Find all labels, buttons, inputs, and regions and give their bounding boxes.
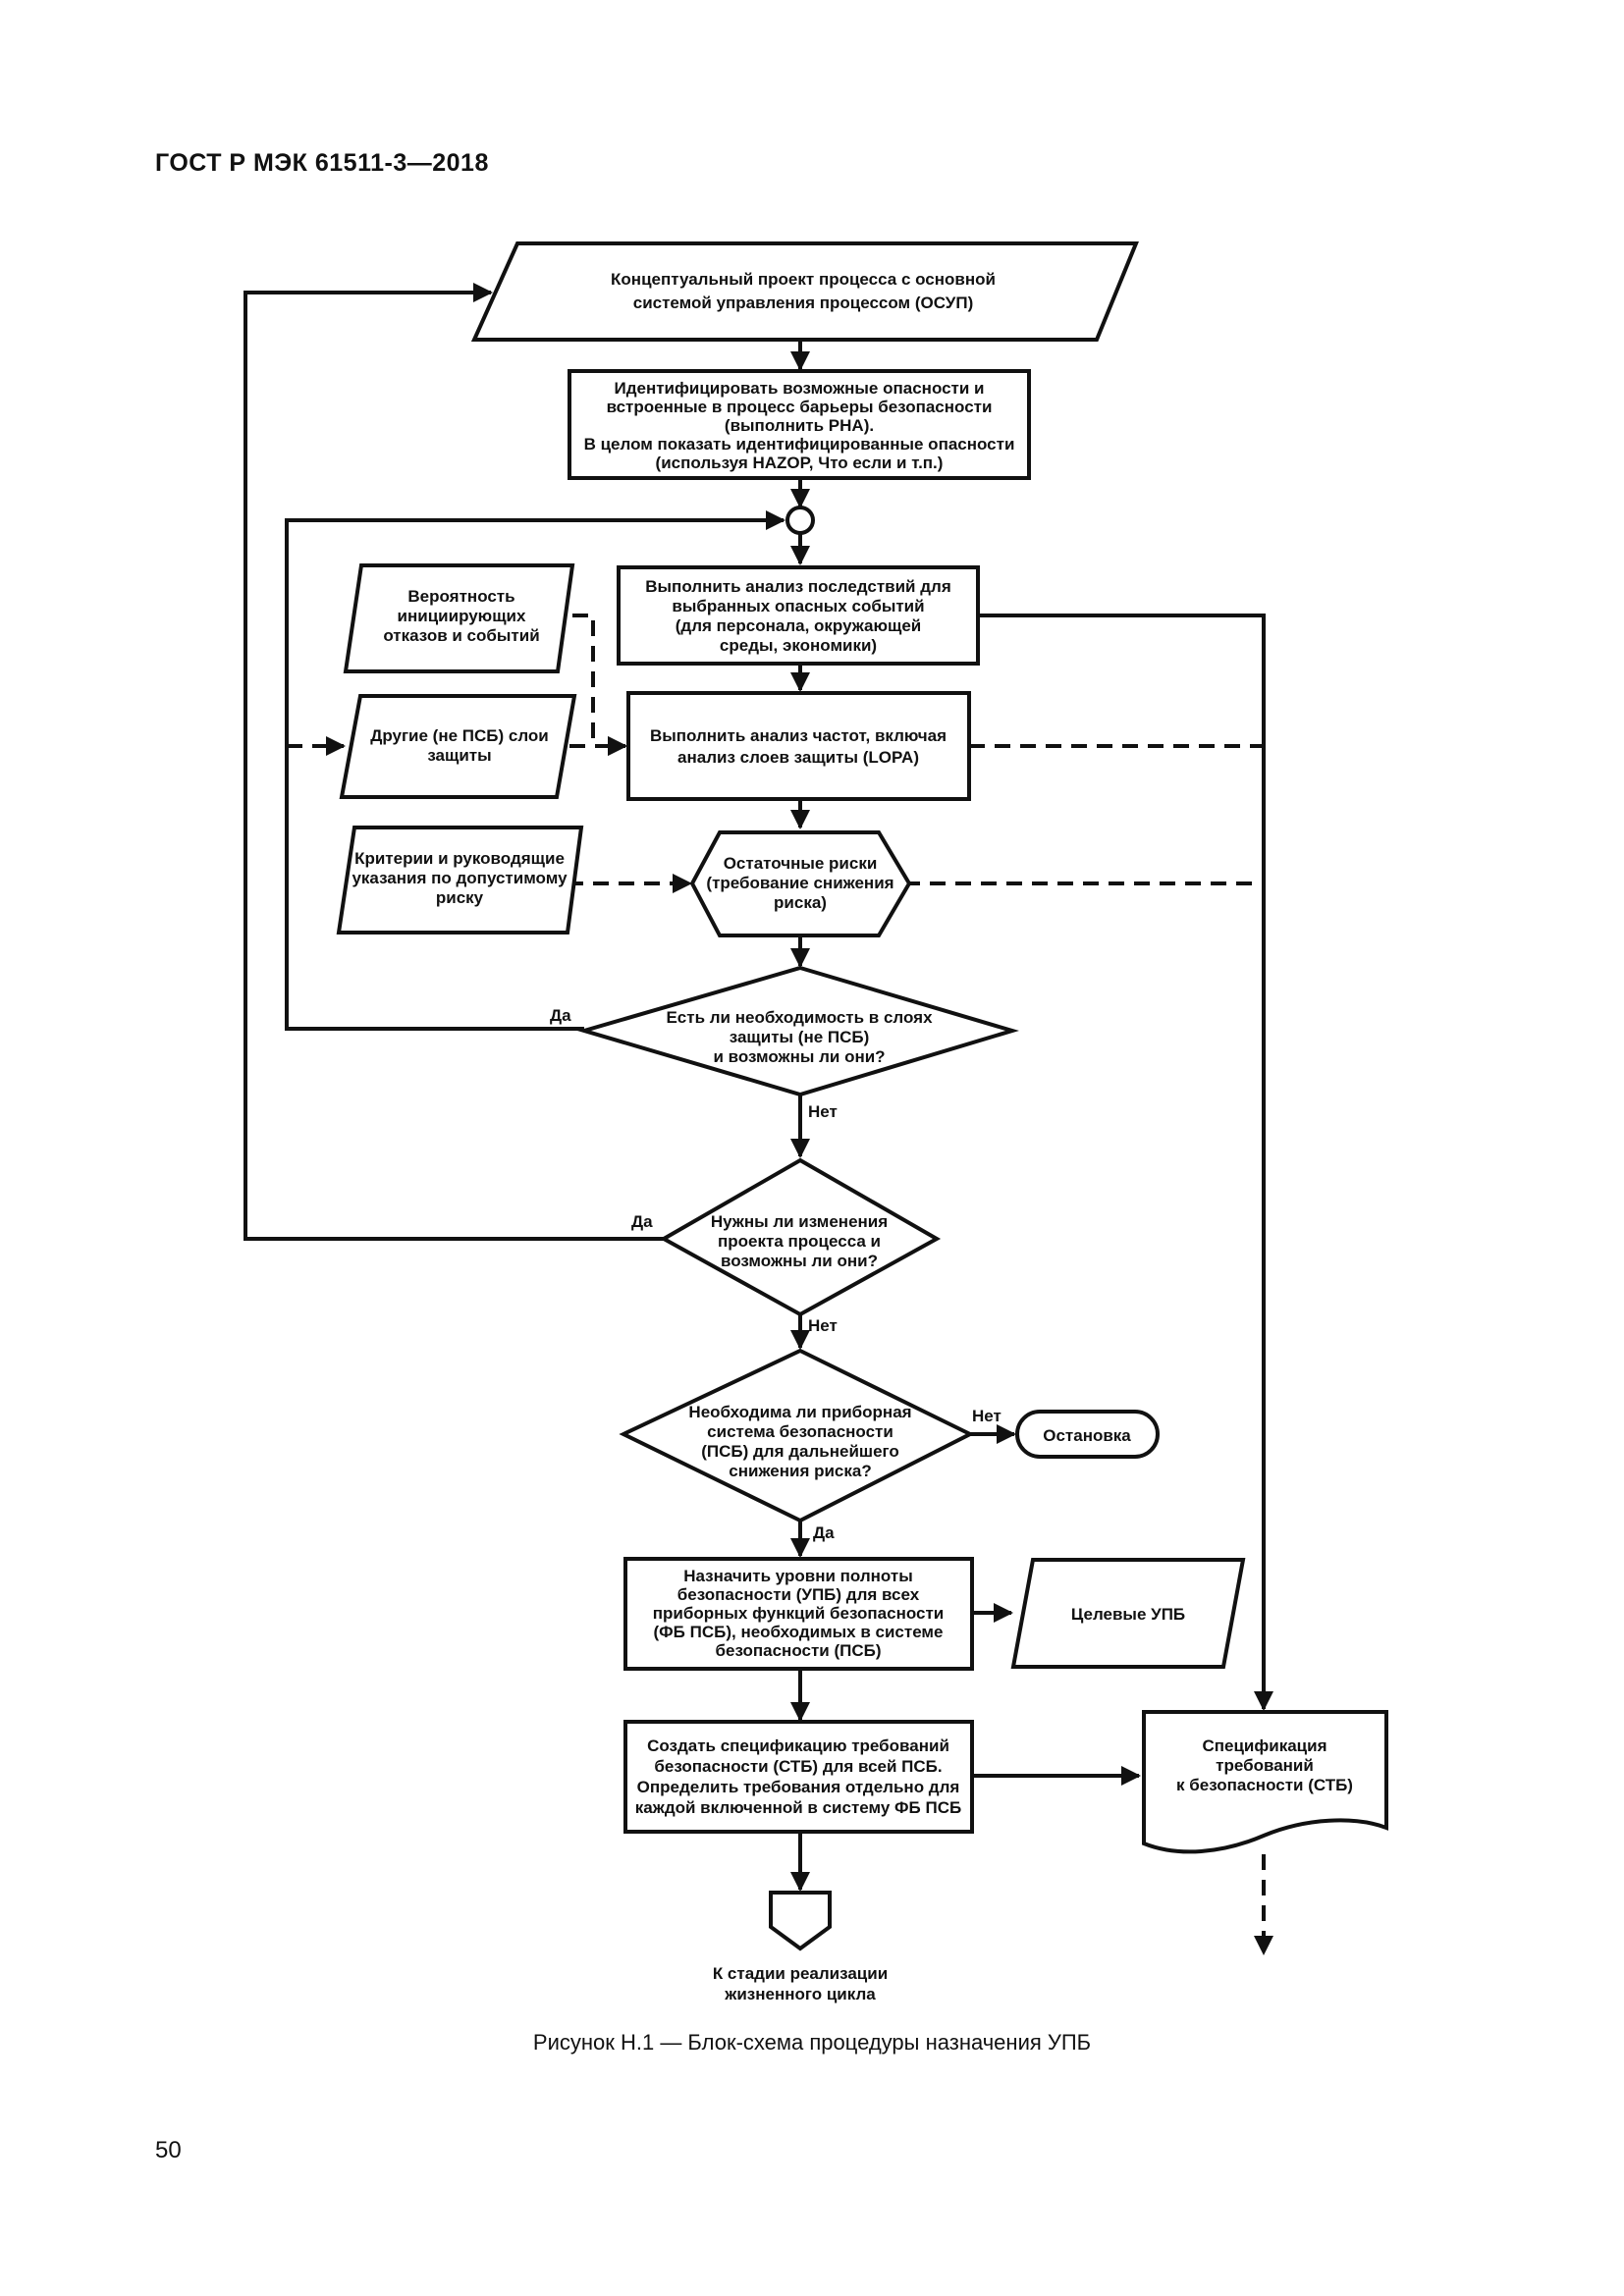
node-identify-line-5: (используя HAZOP, Что если и т.п.) (656, 454, 944, 472)
node-residual-line-2: (требование снижения (706, 874, 893, 892)
label-yes-sis: Да (813, 1523, 835, 1542)
edge-consequence-srs-doc (978, 614, 1273, 1711)
node-criteria-line-3: риску (436, 888, 484, 907)
decision-layers-line-1: Есть ли необходимость в слоях (666, 1008, 933, 1027)
decision-sis-line-1: Необходима ли приборная (688, 1403, 911, 1421)
decision-design-line-1: Нужны ли изменения (711, 1212, 888, 1231)
node-assign-line-1: Назначить уровни полноты (683, 1567, 913, 1585)
label-no-layers: Нет (808, 1102, 838, 1121)
node-identify-hazards: Идентифицировать возможные опасности и в… (568, 369, 1031, 480)
decision-design-line-2: проекта процесса и (718, 1232, 881, 1251)
edge-decision-design-yes-loop (244, 283, 664, 1241)
node-srs-doc-line-1: Спецификация (1202, 1736, 1326, 1755)
node-residual-line-3: риска) (774, 893, 827, 912)
node-stop-label: Остановка (1043, 1426, 1131, 1445)
decision-protection-layers: Есть ли необходимость в слоях защиты (не… (576, 965, 1019, 1097)
node-srs-doc-line-2: требований (1216, 1756, 1314, 1775)
node-concept-design: Концептуальный проект процесса с основно… (470, 241, 1139, 342)
label-no-design: Нет (808, 1316, 838, 1335)
node-criteria-line-1: Критерии и руководящие (354, 849, 565, 868)
node-consequence-line-4: среды, экономики) (720, 636, 877, 655)
node-next-stage: К стадии реализации жизненного цикла (713, 1891, 888, 2003)
node-probability-line-1: Вероятность (407, 587, 514, 606)
node-concept-line-2: системой управления процессом (ОСУП) (633, 294, 973, 312)
node-residual-risks: Остаточные риски (требование снижения ри… (689, 830, 912, 937)
node-consequence-line-2: выбранных опасных событий (672, 597, 924, 615)
decision-sis-line-4: снижения риска? (729, 1462, 871, 1480)
document-header: ГОСТ Р МЭК 61511-3—2018 (155, 149, 489, 177)
edge-decision-layers-yes-loop (285, 510, 785, 1031)
node-frequency-analysis: Выполнить анализ частот, включая анализ … (626, 691, 971, 801)
node-identify-line-2: встроенные в процесс барьеры безопасност… (607, 398, 993, 416)
node-identify-line-1: Идентифицировать возможные опасности и (614, 379, 984, 398)
off-page-connector (769, 1891, 832, 1951)
node-probability: Вероятность инициирующих отказов и событ… (343, 563, 575, 673)
node-create-srs: Создать спецификацию требований безопасн… (623, 1720, 974, 1834)
decision-sis-line-3: (ПСБ) для дальнейшего (701, 1442, 899, 1461)
node-other-layers-line-1: Другие (не ПСБ) слои (370, 726, 549, 745)
decision-design-change: Нужны ли изменения проекта процесса и во… (659, 1157, 942, 1317)
node-other-layers-line-2: защиты (427, 746, 491, 765)
node-consequence-line-3: (для персонала, окружающей (676, 616, 921, 635)
decision-sis-needed: Необходима ли приборная система безопасн… (619, 1348, 975, 1523)
node-consequence-line-1: Выполнить анализ последствий для (645, 577, 951, 596)
node-probability-line-2: инициирующих (398, 607, 526, 625)
decision-sis-line-2: система безопасности (707, 1422, 893, 1441)
node-assign-line-2: безопасности (УПБ) для всех (677, 1585, 920, 1604)
node-create-line-3: Определить требования отдельно для (637, 1778, 960, 1796)
label-yes-layers: Да (550, 1006, 571, 1025)
node-stop: Остановка (1015, 1410, 1160, 1459)
connectors (244, 283, 1273, 1955)
junction-circle (785, 506, 815, 535)
decision-layers-line-3: и возможны ли они? (713, 1047, 885, 1066)
node-assign-line-5: безопасности (ПСБ) (716, 1641, 882, 1660)
label-yes-design: Да (631, 1212, 653, 1231)
node-criteria-line-2: указания по допустимому (352, 869, 568, 887)
decision-layers-line-2: защиты (не ПСБ) (730, 1028, 870, 1046)
node-create-line-1: Создать спецификацию требований (647, 1736, 949, 1755)
decision-design-line-3: возможны ли они? (721, 1252, 878, 1270)
node-assign-sil: Назначить уровни полноты безопасности (У… (623, 1557, 974, 1671)
node-target-sil: Целевые УПБ (1010, 1558, 1246, 1669)
node-other-layers: Другие (не ПСБ) слои защиты (339, 694, 577, 799)
node-probability-line-3: отказов и событий (383, 626, 539, 645)
page-number: 50 (155, 2137, 182, 2163)
node-next-stage-line-1: К стадии реализации (713, 1964, 888, 1983)
node-frequency-line-2: анализ слоев защиты (LOPA) (677, 748, 919, 767)
node-target-sil-label: Целевые УПБ (1071, 1605, 1185, 1624)
node-concept-line-1: Концептуальный проект процесса с основно… (611, 270, 996, 289)
node-identify-line-4: В целом показать идентифицированные опас… (584, 435, 1015, 454)
node-next-stage-line-2: жизненного цикла (724, 1985, 876, 2003)
node-residual-line-1: Остаточные риски (724, 854, 878, 873)
node-identify-line-3: (выполнить PHA). (725, 416, 874, 435)
node-create-line-4: каждой включенной в систему ФБ ПСБ (635, 1798, 961, 1817)
node-criteria: Критерии и руководящие указания по допус… (336, 826, 584, 934)
figure-caption: Рисунок Н.1 — Блок-схема процедуры назна… (532, 2030, 1092, 2055)
node-srs-doc-line-3: к безопасности (СТБ) (1176, 1776, 1353, 1794)
label-no-sis: Нет (972, 1407, 1001, 1425)
node-srs-document: Спецификация требований к безопасности (… (1142, 1710, 1388, 1854)
node-frequency-line-1: Выполнить анализ частот, включая (650, 726, 947, 745)
node-create-line-2: безопасности (СТБ) для всей ПСБ. (654, 1757, 942, 1776)
node-assign-line-4: (ФБ ПСБ), необходимых в системе (654, 1623, 944, 1641)
node-assign-line-3: приборных функций безопасности (653, 1604, 945, 1623)
node-consequence-analysis: Выполнить анализ последствий для выбранн… (617, 565, 980, 666)
